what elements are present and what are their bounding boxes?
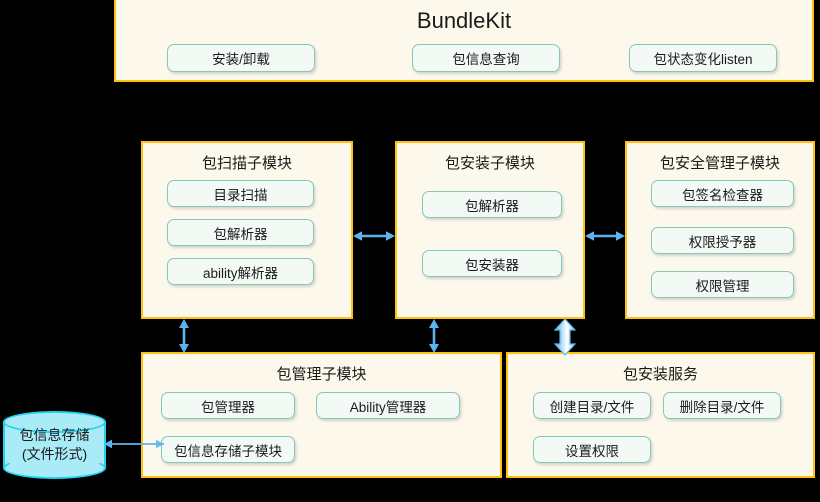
panel-bundlekit-title: BundleKit: [416, 8, 512, 33]
chip-delete-dir-file[interactable]: 删除目录/文件: [663, 392, 781, 419]
panel-package-security-title: 包安全管理子模块: [659, 155, 780, 172]
panel-bundlekit: BundleKit 安装/卸载 包信息查询 包状态变化listen: [114, 0, 814, 82]
chip-ability-manager[interactable]: Ability管理器: [316, 392, 460, 419]
arrow-installer-to-manager: [425, 319, 443, 353]
arrow-installer-to-install-service: [551, 318, 579, 356]
chip-create-dir-file[interactable]: 创建目录/文件: [533, 392, 651, 419]
panel-package-installer-module: 包安装子模块 包解析器 包安装器: [395, 141, 585, 319]
panel-package-install-service: 包安装服务 创建目录/文件 删除目录/文件 设置权限: [506, 352, 815, 478]
arrow-scan-to-manager: [175, 319, 193, 353]
chip-package-parser-installer[interactable]: 包解析器: [422, 191, 562, 218]
chip-package-state-listen[interactable]: 包状态变化listen: [629, 44, 777, 72]
panel-package-manager-title: 包管理子模块: [276, 366, 367, 383]
panel-package-manager-module: 包管理子模块 包管理器 Ability管理器 包信息存储子模块: [141, 352, 502, 478]
chip-permission-management[interactable]: 权限管理: [651, 271, 794, 298]
arrow-scan-to-installer: [353, 228, 395, 244]
chip-install-uninstall[interactable]: 安装/卸载: [167, 44, 315, 72]
panel-package-security-module: 包安全管理子模块 包签名检查器 权限授予器 权限管理: [625, 141, 815, 319]
datastore-label-line1: 包信息存储: [19, 427, 90, 444]
cylinder-bottom-ellipse: [3, 457, 106, 479]
panel-package-install-service-title: 包安装服务: [622, 366, 698, 383]
datastore-label-line2: (文件形式): [21, 446, 88, 462]
panel-package-scan-module: 包扫描子模块 目录扫描 包解析器 ability解析器: [141, 141, 353, 319]
chip-package-info-store-module[interactable]: 包信息存储子模块: [161, 436, 295, 463]
datastore-package-info: 包信息存储 (文件形式): [3, 411, 106, 479]
panel-package-installer-title: 包安装子模块: [444, 155, 535, 172]
chip-signature-checker[interactable]: 包签名检查器: [651, 180, 794, 207]
chip-ability-parser[interactable]: ability解析器: [167, 258, 314, 285]
chip-directory-scan[interactable]: 目录扫描: [167, 180, 314, 207]
chip-package-manager[interactable]: 包管理器: [161, 392, 295, 419]
datastore-label: 包信息存储 (文件形式): [3, 426, 106, 464]
cylinder-top-ellipse: [3, 411, 106, 433]
chip-package-parser-scan[interactable]: 包解析器: [167, 219, 314, 246]
chip-package-info-query[interactable]: 包信息查询: [412, 44, 560, 72]
chip-package-installer[interactable]: 包安装器: [422, 250, 562, 277]
arrow-installer-to-security: [585, 228, 625, 244]
chip-permission-granter[interactable]: 权限授予器: [651, 227, 794, 254]
arrow-store-module-to-datastore: [104, 437, 164, 451]
chip-set-permission[interactable]: 设置权限: [533, 436, 651, 463]
panel-package-scan-title: 包扫描子模块: [201, 155, 292, 172]
